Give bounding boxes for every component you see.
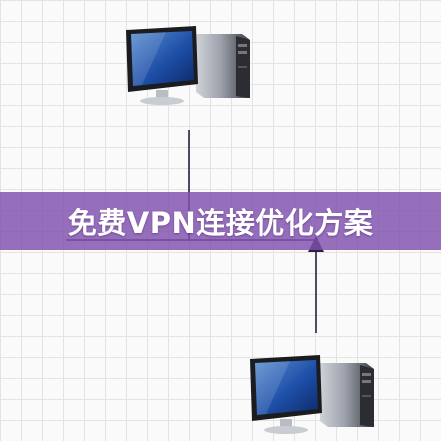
banner-title: 免费VPN连接优化方案	[67, 206, 374, 240]
computer-node-top	[126, 26, 254, 106]
desktop-computer-icon	[250, 355, 374, 434]
desktop-computer-icon	[126, 26, 250, 105]
title-banner: 免费VPN连接优化方案	[0, 192, 441, 250]
computer-node-bottom	[250, 355, 378, 435]
